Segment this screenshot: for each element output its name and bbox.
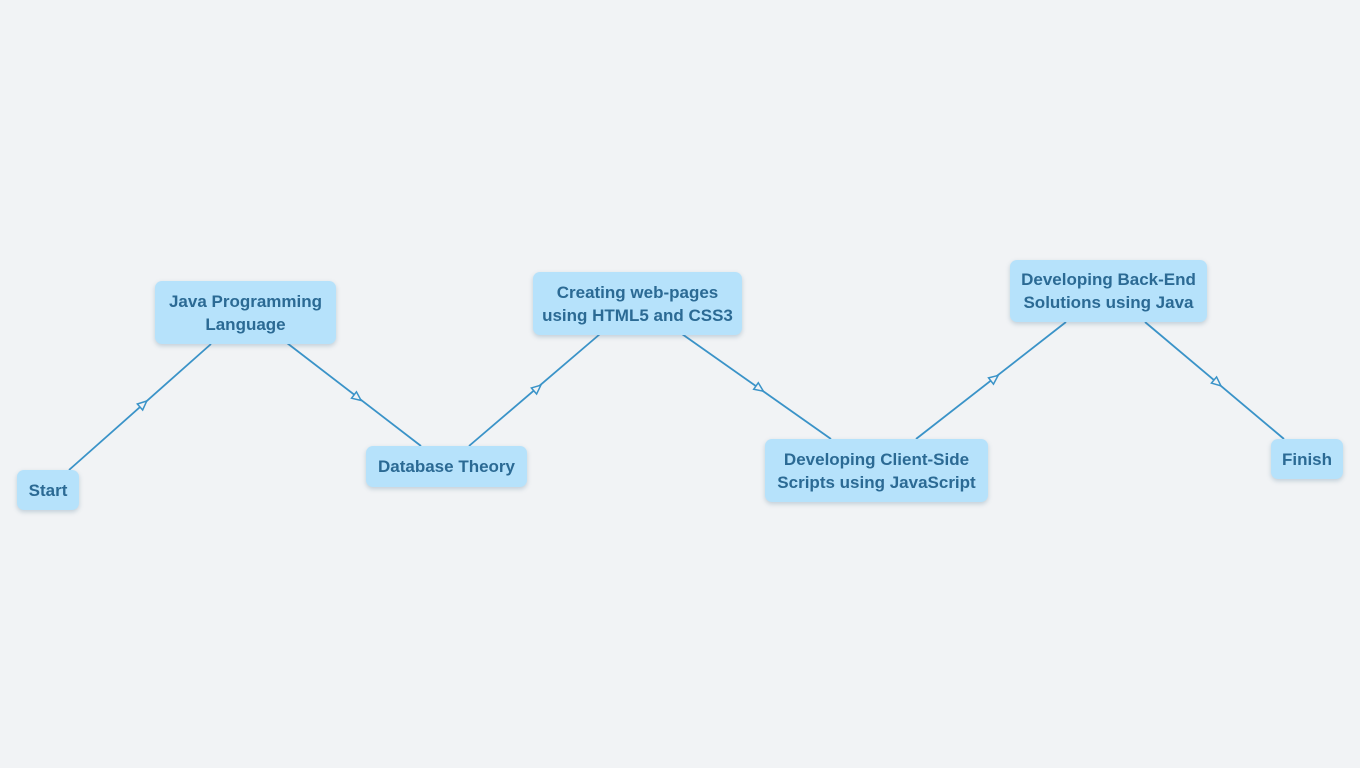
node-label-line-1: Developing Client-Side (783, 449, 970, 469)
node-creating-web-pages[interactable]: Creating web-pages using HTML5 and CSS3 (533, 272, 742, 335)
edge-client-to-backend (915, 321, 1067, 440)
node-developing-client-side-scripts[interactable]: Developing Client-Side Scripts using Jav… (765, 439, 988, 502)
edge-backend-to-finish (1144, 321, 1285, 440)
node-label-line-2: using HTML5 and CSS3 (542, 305, 733, 325)
arrowhead-icon (987, 374, 1000, 386)
node-label-line-1: Developing Back-End (1021, 270, 1196, 289)
node-database-theory[interactable]: Database Theory (366, 446, 527, 487)
edge-web-to-client (681, 333, 832, 440)
edge-java-to-database (286, 342, 422, 447)
node-label-line-1: Creating web-pages (556, 282, 719, 302)
arrowhead-icon (752, 381, 765, 393)
node-start[interactable]: Start (17, 470, 79, 510)
node-label: Start (28, 480, 68, 500)
node-label: Finish (1281, 449, 1333, 469)
node-label-line-2: Language (205, 314, 286, 334)
arrowhead-icon (136, 399, 149, 412)
arrowhead-icon (1210, 375, 1223, 387)
arrowhead-icon (530, 383, 543, 396)
edge-database-to-web (468, 333, 601, 447)
node-developing-back-end-solutions[interactable]: Developing Back-End Solutions using Java (1010, 260, 1207, 322)
node-label-line-2: Solutions using Java (1023, 293, 1194, 312)
node-finish[interactable]: Finish (1271, 439, 1343, 479)
node-label: Database Theory (378, 457, 515, 476)
edge-start-to-java (68, 343, 212, 471)
node-java-programming-language[interactable]: Java Programming Language (155, 281, 336, 344)
arrowhead-icon (350, 390, 363, 402)
node-label-line-2: Scripts using JavaScript (777, 472, 976, 492)
node-label-line-1: Java Programming (168, 291, 323, 311)
